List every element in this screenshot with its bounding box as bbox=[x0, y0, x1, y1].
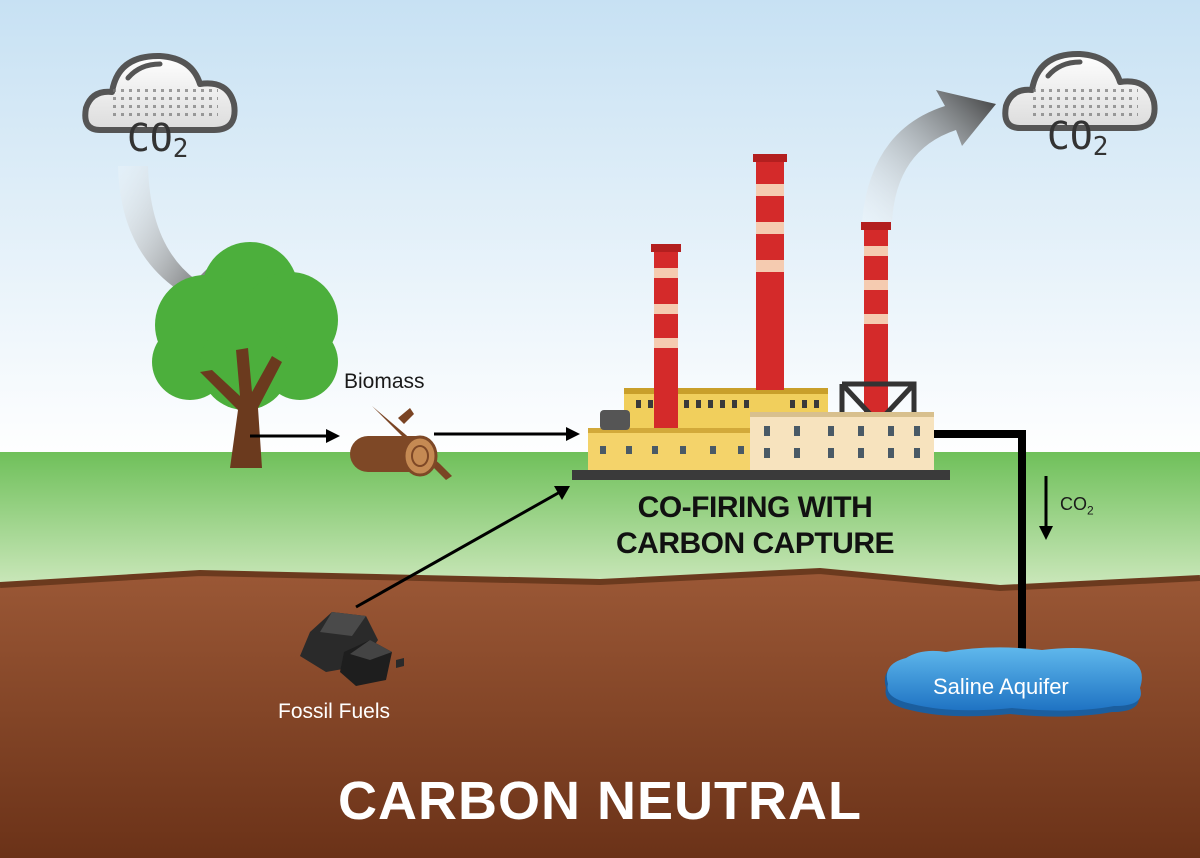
co2-flow-label: CO2 bbox=[1060, 494, 1094, 518]
soil bbox=[0, 571, 1200, 858]
co2-cloud-icon bbox=[1002, 50, 1158, 131]
flow-arrow bbox=[250, 429, 340, 443]
plant-label-line2: CARBON CAPTURE bbox=[616, 527, 895, 560]
co2-sub: 2 bbox=[1092, 132, 1109, 162]
plant-label-line1: CO-FIRING WITH bbox=[637, 491, 873, 524]
co2-release-arrow bbox=[862, 90, 996, 222]
co2-down-arrow bbox=[1039, 476, 1053, 540]
soil-edge bbox=[0, 567, 1200, 592]
flow-arrow bbox=[355, 486, 570, 609]
co2-base: CO bbox=[1047, 114, 1093, 158]
diagram-title: CARBON NEUTRAL bbox=[338, 771, 862, 831]
co2-sub: 2 bbox=[172, 134, 189, 164]
coal-icon bbox=[300, 612, 404, 686]
plant-label: CO-FIRING WITH CARBON CAPTURE bbox=[600, 490, 910, 562]
co2-sub: 2 bbox=[1087, 503, 1094, 518]
fossil-fuels-label: Fossil Fuels bbox=[278, 700, 391, 723]
factory-icon bbox=[572, 154, 950, 480]
flow-arrow bbox=[434, 427, 580, 441]
log-icon bbox=[350, 406, 452, 480]
co2-cloud-icon bbox=[82, 52, 238, 133]
saline-aquifer-label: Saline Aquifer bbox=[933, 674, 1069, 699]
biomass-label: Biomass bbox=[344, 370, 425, 393]
tree-icon bbox=[152, 242, 338, 468]
cloud-co2-label: CO2 bbox=[127, 116, 188, 164]
aquifer-icon bbox=[884, 647, 1142, 717]
co2-base: CO bbox=[1060, 494, 1087, 514]
co2-pipe bbox=[934, 430, 1026, 660]
cloud-co2-label: CO2 bbox=[1047, 114, 1108, 162]
co2-base: CO bbox=[127, 116, 173, 160]
